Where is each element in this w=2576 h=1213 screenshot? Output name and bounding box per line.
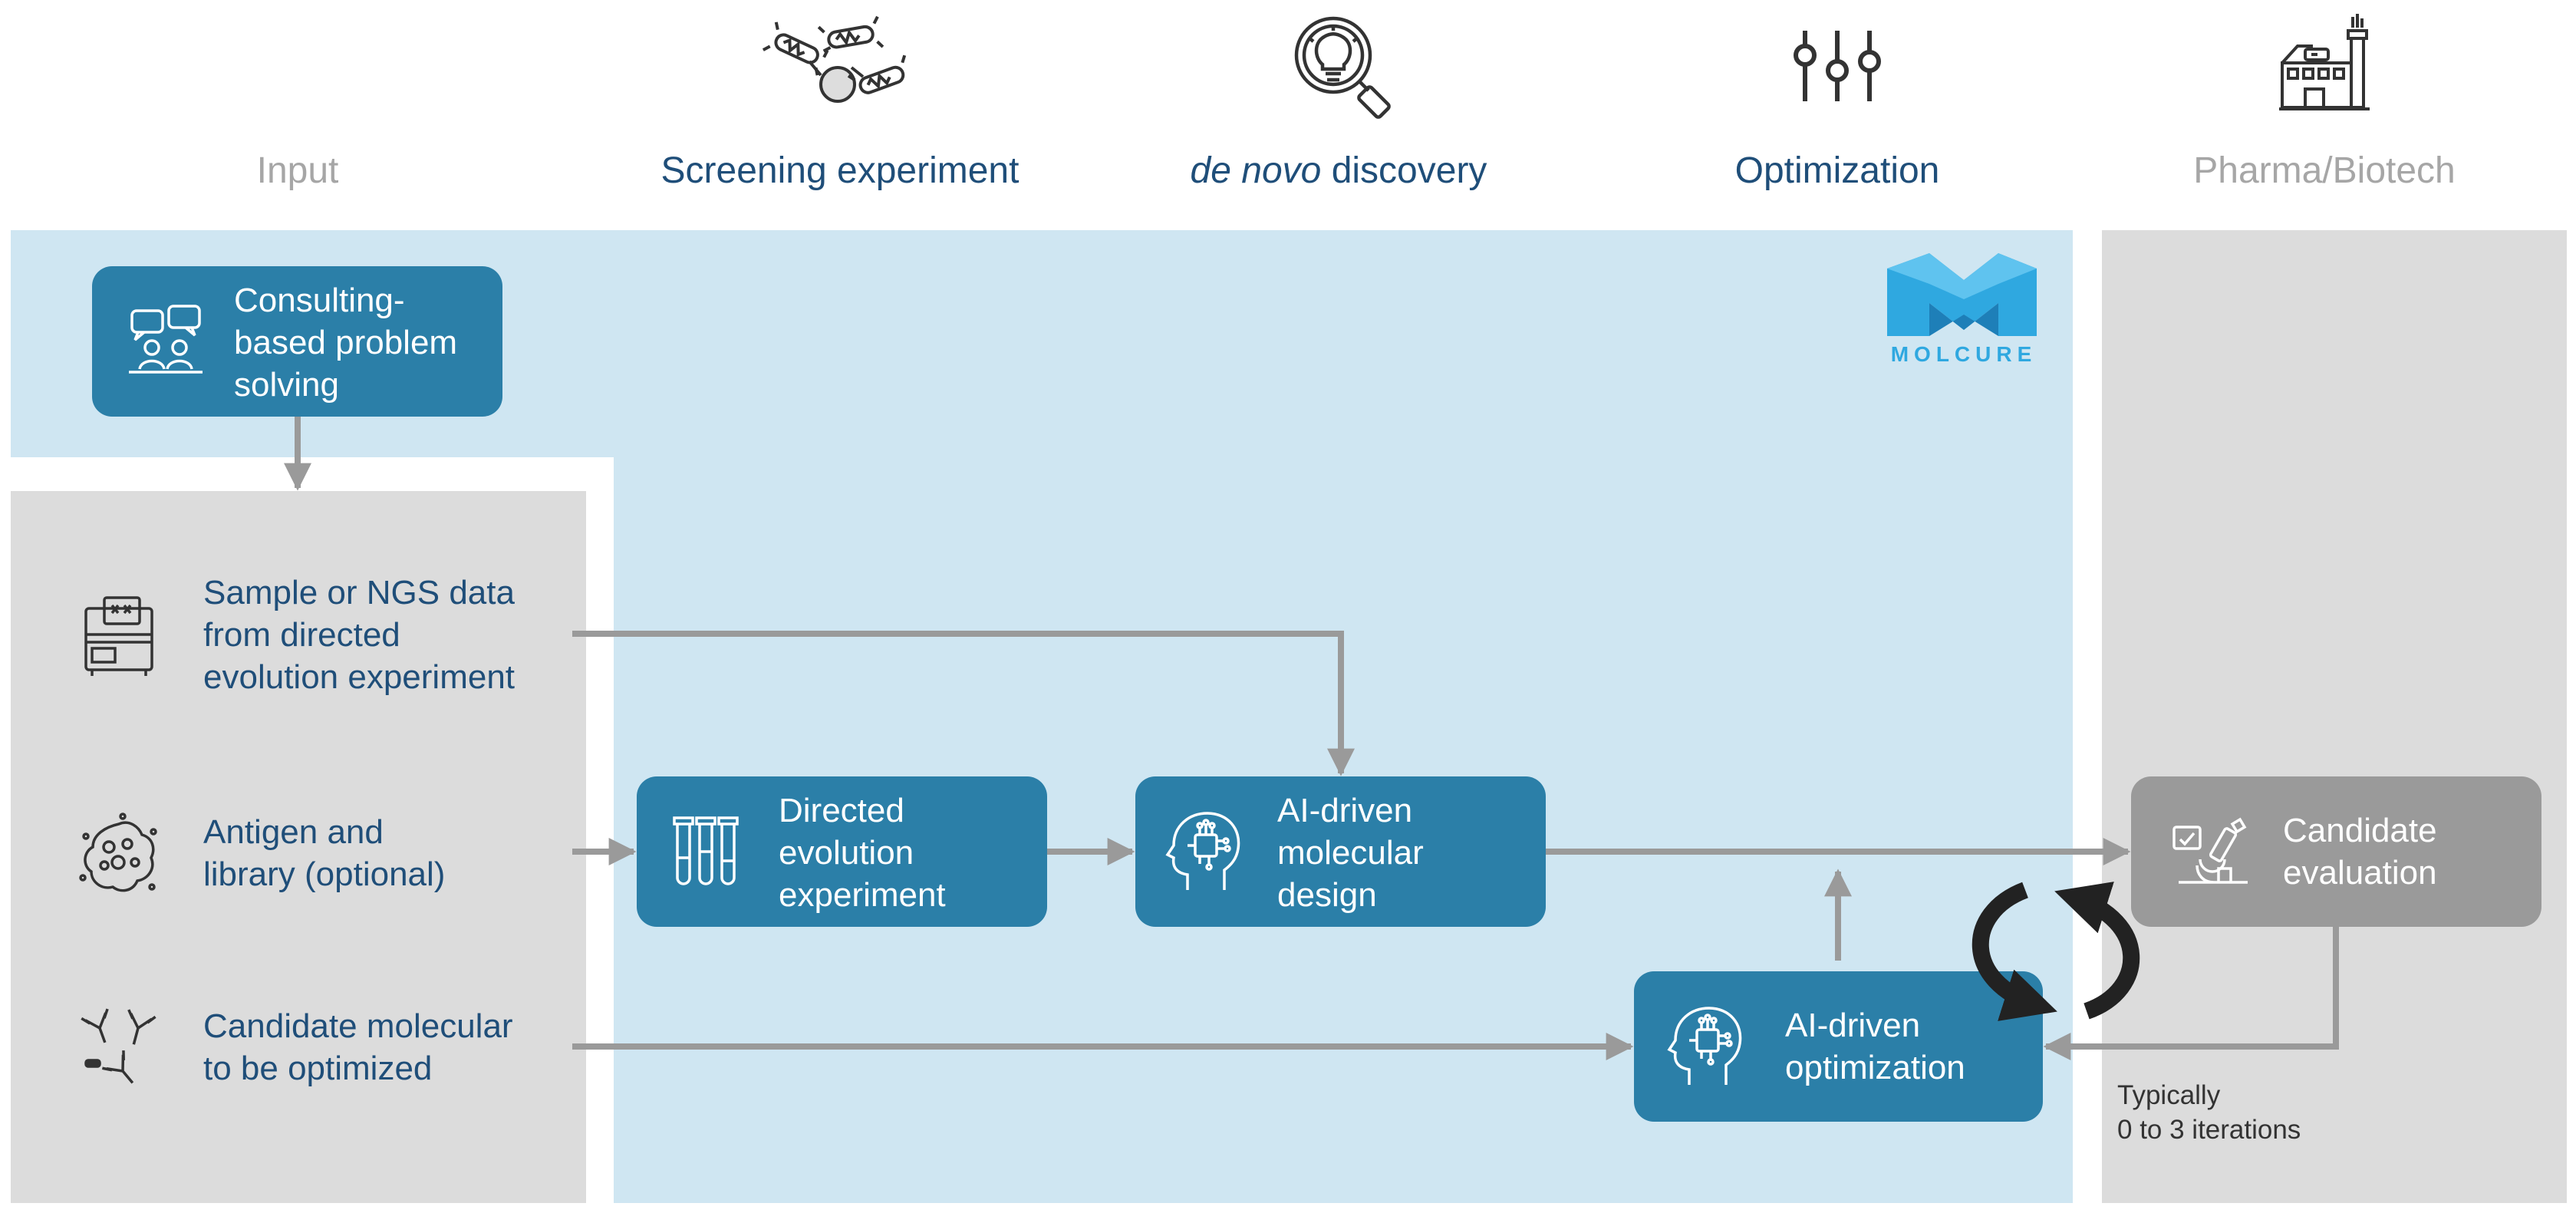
ai-optimization-box: AI-driven optimization [1634,971,2043,1122]
phage-particles-icon [762,15,907,103]
arrow-evaluation-to-optimization [2043,927,2339,1060]
antibody-molecules-icon [81,1008,156,1084]
brand-name: MOLCURE [1890,342,2037,366]
consulting-box: Consulting- based problem solving [92,266,502,417]
ai-optimization-label: AI-driven optimization [1785,1007,1965,1086]
header-pharma: Pharma/Biotech [2193,150,2456,191]
header-denovo-rest: discovery [1321,150,1487,191]
test-tubes-icon [673,816,739,885]
header-input: Input [256,150,339,191]
microscope-icon [2172,817,2248,884]
discussion-people-icon [129,305,203,374]
cycle-arrows-icon [1972,882,2140,1021]
consulting-label: Consulting- based problem solving [234,282,458,404]
candidate-evaluation-box: Candidate evaluation [2131,776,2541,927]
header-denovo-italic: de novo [1190,150,1322,191]
molcure-logo-icon [1887,253,2037,336]
header-denovo: de novo discovery [1112,144,1565,198]
ai-head-icon [1667,1007,1742,1085]
directed-evolution-label: Directed evolution experiment [779,792,946,914]
antigen-cell-icon [79,813,157,892]
input-antigen-label: Antigen and library (optional) [203,813,446,893]
ai-head-icon [1165,812,1240,890]
sequencer-machine-icon [84,596,153,676]
input-candidate-label: Candidate molecular to be optimized [203,1007,513,1087]
molcure-panel [11,230,2073,1203]
input-ngs-label: Sample or NGS data from directed evoluti… [203,574,516,696]
magnifier-lightbulb-icon [1294,16,1391,119]
slider-controls-icon [1794,31,1881,101]
arrow-ngs-to-design [572,631,1355,776]
factory-icon [2279,14,2370,110]
header-optimization: Optimization [1734,150,1940,191]
iteration-note: Typically 0 to 3 iterations [2117,1080,2301,1145]
directed-evolution-box: Directed evolution experiment [637,776,1047,927]
ai-design-label: AI-driven molecular design [1277,792,1424,914]
candidate-evaluation-label: Candidate evaluation [2283,812,2437,892]
ai-design-box: AI-driven molecular design [1135,776,1546,927]
header-screening: Screening experiment [660,150,1020,191]
